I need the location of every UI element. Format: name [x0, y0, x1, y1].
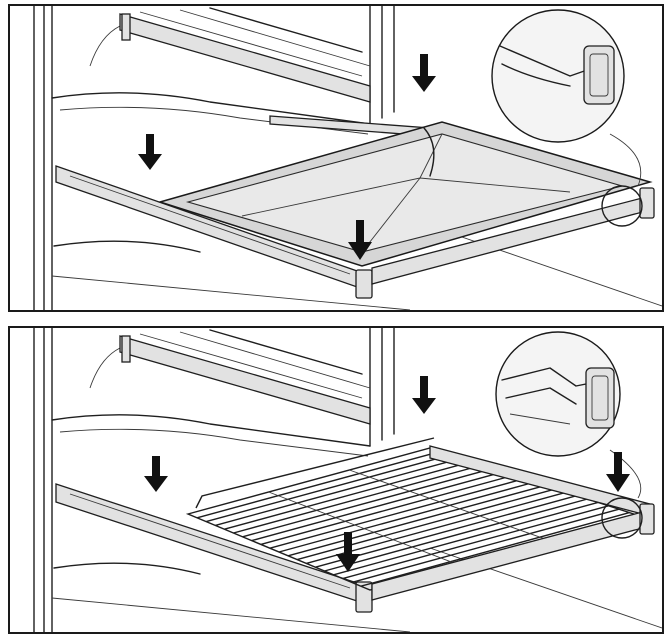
- oven-tray-drawing: [33, 6, 662, 310]
- rack-wire: [297, 488, 557, 561]
- down-arrow-icon: [144, 456, 168, 492]
- zoom-detail-circle: [495, 331, 643, 539]
- rack-wire: [269, 477, 525, 549]
- rack-wire: [215, 457, 462, 527]
- down-arrow-icon: [606, 452, 630, 492]
- rack-wire: [242, 467, 494, 538]
- rack-wire: [360, 511, 630, 587]
- upper-shelf-guide: [119, 7, 371, 103]
- rack-wire: [351, 508, 620, 584]
- left-telescopic-rail: [55, 483, 373, 613]
- rack-wire: [342, 505, 609, 580]
- rack-crossbar: [268, 491, 461, 566]
- rack-wire: [260, 474, 515, 546]
- rack-wire: [324, 498, 588, 572]
- down-arrow-icon: [336, 532, 360, 572]
- rack-wire: [206, 454, 452, 523]
- rack-wire: [224, 460, 473, 530]
- right-telescopic-rail: [371, 187, 655, 285]
- oven-cavity: [51, 25, 662, 310]
- down-arrow-icon: [138, 134, 162, 170]
- down-arrow-icon: [348, 220, 372, 260]
- right-telescopic-rail: [371, 503, 655, 601]
- panel-baking-tray: [8, 4, 664, 312]
- left-telescopic-rail: [55, 115, 431, 299]
- baking-tray: [157, 121, 653, 267]
- zoom-detail-circle: [491, 9, 643, 227]
- rack-wire: [333, 501, 599, 576]
- oven-side-wall: [33, 6, 395, 310]
- upper-shelf-guide: [119, 329, 371, 425]
- rack-crossbar: [349, 469, 551, 542]
- oven-cavity: [51, 347, 662, 632]
- rack-wire: [196, 450, 441, 519]
- rack-wire: [251, 471, 504, 542]
- down-arrow-icon: [412, 54, 436, 92]
- panel-wire-rack: [8, 326, 664, 634]
- oven-side-wall: [33, 328, 395, 632]
- down-arrow-icon: [412, 376, 436, 414]
- rack-wire: [233, 464, 483, 534]
- rack-wire: [278, 481, 536, 553]
- oven-rack-drawing: [33, 328, 662, 632]
- rack-wires: [196, 450, 630, 587]
- rack-wire: [287, 484, 546, 557]
- down-arrow-icons: [144, 376, 630, 572]
- down-arrow-icons: [138, 54, 436, 260]
